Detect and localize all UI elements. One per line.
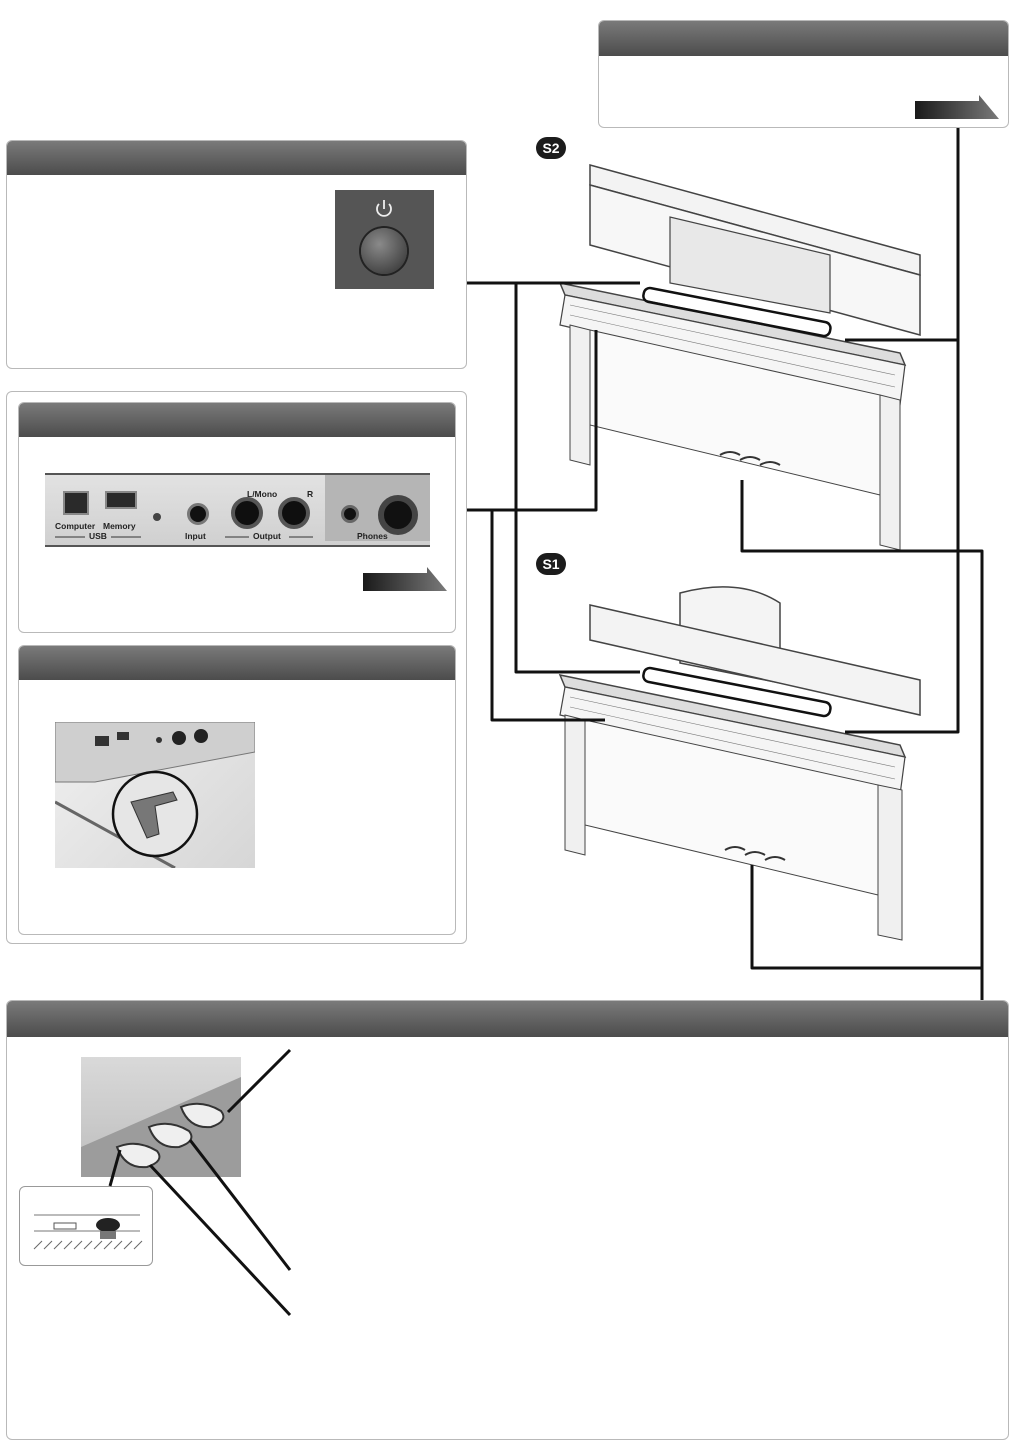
jack-strip: Computer Memory USB Input L/Mono R Outpu…	[45, 473, 430, 547]
adjuster-drawing	[33, 1214, 143, 1250]
phones-jack[interactable]	[378, 495, 418, 535]
label-lmono: L/Mono	[247, 489, 278, 499]
hook-header-bar	[19, 646, 455, 680]
top-right-header-bar	[599, 21, 1008, 56]
jacks-panel: Computer Memory USB Input L/Mono R Outpu…	[18, 402, 456, 633]
output-r-jack[interactable]	[278, 497, 310, 529]
power-panel	[6, 140, 467, 369]
label-r: R	[307, 489, 314, 499]
arrow-right-icon[interactable]	[363, 567, 449, 595]
power-icon	[376, 200, 392, 217]
pedal-header-bar	[7, 1001, 1008, 1037]
label-usb: USB	[89, 531, 107, 541]
hook-drawing	[55, 722, 255, 868]
piano-s2-illustration	[558, 164, 921, 551]
input-jack[interactable]	[187, 503, 209, 525]
panel-highlight-s1	[642, 666, 832, 718]
power-knob[interactable]	[361, 228, 407, 274]
panel-highlight-s2	[642, 286, 832, 338]
power-switch-photo	[335, 190, 434, 289]
label-phones: Phones	[357, 531, 388, 541]
label-input: Input	[185, 531, 206, 541]
output-l-jack[interactable]	[231, 497, 263, 529]
usb-bracket-line	[55, 536, 313, 538]
label-memory: Memory	[103, 521, 136, 531]
pedal-adjuster-inset	[19, 1186, 153, 1266]
usb-memory-port[interactable]	[105, 491, 137, 509]
label-computer: Computer	[55, 521, 96, 531]
phones-mini-jack[interactable]	[341, 505, 359, 523]
pedal-panel	[6, 1000, 1009, 1440]
jacks-header-bar	[19, 403, 455, 437]
usb-computer-port[interactable]	[63, 491, 89, 515]
arrow-right-icon[interactable]	[915, 95, 1001, 123]
piano-s1-illustration	[558, 586, 921, 941]
power-header-bar	[7, 141, 466, 175]
hook-panel	[18, 645, 456, 935]
headphone-hook-photo	[55, 722, 255, 868]
label-output: Output	[253, 531, 281, 541]
top-right-panel	[598, 20, 1009, 128]
badge-s2: S2	[536, 137, 566, 159]
screw-icon	[153, 513, 161, 521]
badge-s1: S1	[536, 553, 566, 575]
